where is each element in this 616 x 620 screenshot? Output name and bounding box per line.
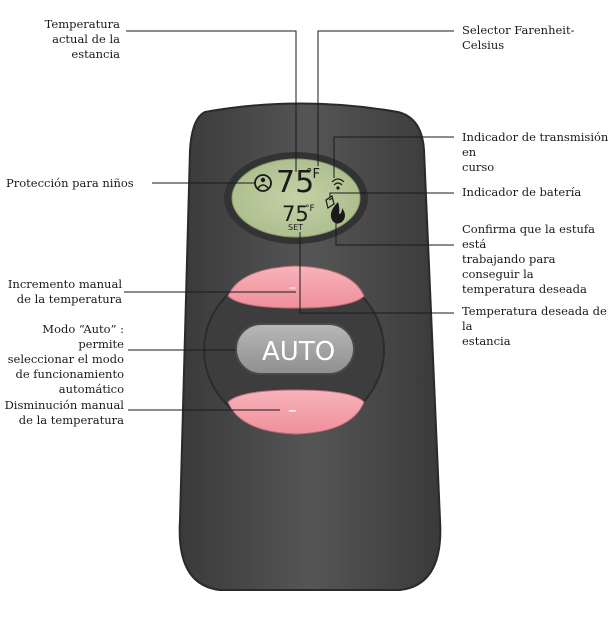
room-temp-unit: °F xyxy=(306,167,320,182)
label-line: trabajando para conseguir la xyxy=(462,252,556,281)
label-manual-up: Incremento manual de la temperatura xyxy=(4,277,122,307)
label-line: seleccionar el modo xyxy=(7,352,124,366)
leader-set-temp xyxy=(299,232,454,314)
label-line: actual de la xyxy=(52,32,120,46)
label-line: automático xyxy=(58,382,124,396)
label-line: Modo “Auto” : permite xyxy=(42,322,124,351)
temp-down-label: – xyxy=(288,400,297,421)
set-label: SET xyxy=(288,223,303,232)
leader-transmission xyxy=(333,136,454,178)
label-auto-mode: Modo “Auto” : permite seleccionar el mod… xyxy=(2,322,124,397)
label-line: de la temperatura xyxy=(16,292,122,306)
set-temp-unit: °F xyxy=(305,204,315,214)
label-line: Selector Farenheit-Celsius xyxy=(462,23,575,52)
leader-fc-selector xyxy=(317,30,454,166)
label-transmission: Indicador de transmisión en curso xyxy=(462,130,614,175)
label-line: de la temperatura xyxy=(18,413,124,427)
auto-button[interactable]: AUTO xyxy=(235,323,355,375)
label-line: Temperatura xyxy=(44,17,120,31)
label-line: Protección para niños xyxy=(6,176,134,190)
leader-heating xyxy=(335,222,454,246)
label-line: estancia xyxy=(71,47,120,61)
label-fc-selector: Selector Farenheit-Celsius xyxy=(462,23,614,53)
label-line: temperatura deseada xyxy=(462,282,587,296)
label-room-temp: Temperatura actual de la estancia xyxy=(30,17,120,62)
transmission-icon xyxy=(331,178,345,190)
label-heating-confirm: Confirma que la estufa está trabajando p… xyxy=(462,222,614,297)
leader-battery xyxy=(329,192,454,198)
room-temp-value: 75 xyxy=(276,165,314,200)
label-manual-down: Disminución manual de la temperatura xyxy=(2,398,124,428)
temp-up-label: – xyxy=(289,280,296,296)
label-line: curso xyxy=(462,160,495,174)
set-temp-value: 75 xyxy=(282,202,309,226)
label-line: de funcionamiento xyxy=(15,367,124,381)
leader-room-temp xyxy=(126,30,297,172)
label-line: estancia xyxy=(462,334,511,348)
label-line: Temperatura deseada de la xyxy=(462,304,607,333)
label-battery: Indicador de batería xyxy=(462,185,614,200)
label-line: Confirma que la estufa está xyxy=(462,222,595,251)
temp-up-button[interactable]: – xyxy=(227,265,365,309)
auto-button-label: AUTO xyxy=(262,337,335,367)
label-line: Incremento manual xyxy=(7,277,122,291)
flame-icon xyxy=(330,202,345,224)
label-set-temp: Temperatura deseada de la estancia xyxy=(462,304,614,349)
label-line: Indicador de batería xyxy=(462,185,582,199)
temp-down-button[interactable]: – xyxy=(227,389,365,435)
label-child-lock: Protección para niños xyxy=(6,176,156,191)
label-line: Disminución manual xyxy=(4,398,124,412)
leader-lines xyxy=(124,30,454,411)
label-line: Indicador de transmisión en xyxy=(462,130,609,159)
